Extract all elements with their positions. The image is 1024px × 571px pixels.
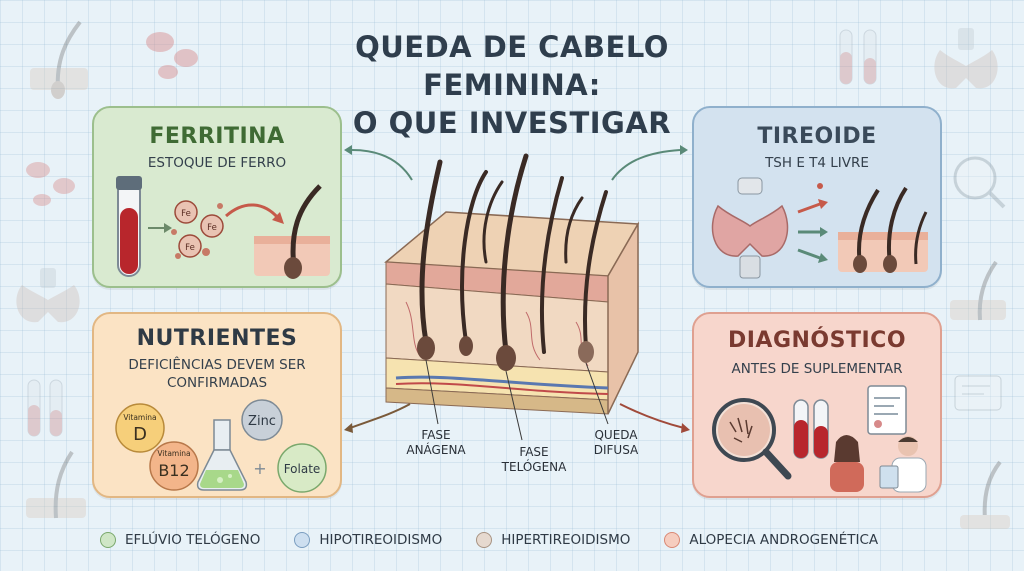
pointer-line xyxy=(505,370,523,441)
hair-follicle-icon xyxy=(950,260,1006,321)
vitamin-d-small-label: Vitamina xyxy=(123,413,156,422)
legend: EFLÚVIO TELÓGENO HIPOTIREOIDISMO HIPERTIRE… xyxy=(100,528,960,552)
blood-tube-icon xyxy=(793,399,829,459)
pointer-line xyxy=(425,359,439,425)
hair-follicle-icon xyxy=(26,450,86,519)
vitamin-b12-icon xyxy=(149,441,199,491)
legend-item: EFLÚVIO TELÓGENO xyxy=(100,532,260,548)
ferritina-title: FERRITINA xyxy=(149,124,285,149)
hair-follicle-icon xyxy=(30,20,88,99)
flask-icon xyxy=(196,419,248,491)
diagnostico-illustration xyxy=(712,385,927,493)
label-fase-anagena-line1: FASE xyxy=(421,428,451,442)
label-fase-telogena: FASE TELÓGENA xyxy=(494,445,574,475)
thyroid-icon xyxy=(934,28,998,89)
report-icon xyxy=(954,375,1002,411)
report-icon xyxy=(867,385,907,435)
hair-follicle-icon xyxy=(838,186,928,273)
legend-label: HIPOTIREOIDISMO xyxy=(319,532,443,548)
doctor-icon xyxy=(879,436,927,493)
legend-item: ALOPECIA ANDROGENÉTICA xyxy=(664,532,878,548)
legend-swatch xyxy=(294,532,311,548)
diagnostico-subtitle: ANTES DE SUPLEMENTAR xyxy=(731,361,903,377)
ferritina-subtitle: ESTOQUE DE FERRO xyxy=(147,155,287,171)
nutrientes-title: NUTRIENTES xyxy=(136,326,298,351)
page-title: QUEDA DE CABELO FEMININA: O QUE INVESTIG… xyxy=(262,28,762,142)
nutrientes-subtitle-1: DEFICIÊNCIAS DEVEM SER xyxy=(128,357,306,373)
hair-bulb xyxy=(496,345,516,371)
legend-swatch xyxy=(664,532,681,548)
label-queda-difusa: QUEDA DIFUSA xyxy=(580,428,652,458)
red-blood-cell-icon xyxy=(26,162,75,206)
zinc-icon xyxy=(241,399,283,441)
patient-icon xyxy=(830,435,864,492)
label-fase-telogena-line1: FASE xyxy=(519,445,549,459)
iron-label: Fe xyxy=(185,243,195,253)
title-line-1: QUEDA DE CABELO FEMININA: xyxy=(355,30,669,102)
diagnostico-card: DIAGNÓSTICO ANTES DE SUPLEMENTAR xyxy=(692,312,942,498)
hair-bulb xyxy=(459,336,473,356)
folate-icon xyxy=(277,443,327,493)
label-queda-difusa-line2: DIFUSA xyxy=(593,443,639,457)
thyroid-icon xyxy=(16,268,80,323)
hair-bulb xyxy=(578,341,594,363)
tireoide-card: TIREOIDE TSH E T4 LIVRE xyxy=(692,106,942,288)
plus-label: + xyxy=(253,459,266,478)
legend-label: ALOPECIA ANDROGENÉTICA xyxy=(689,532,879,548)
hair-follicle-icon xyxy=(254,184,330,279)
red-blood-cell-icon xyxy=(146,32,198,79)
tireoide-subtitle: TSH E T4 LIVRE xyxy=(765,155,869,171)
test-tube-icon xyxy=(27,379,63,437)
nutrientes-illustration: Vitamina D Vitamina B12 Zinc + Folate xyxy=(115,399,327,493)
blood-tube-icon xyxy=(116,176,142,277)
arrow-icon xyxy=(797,183,828,263)
legend-label: HIPERTIREOIDISMO xyxy=(501,532,631,548)
tireoide-illustration xyxy=(711,177,928,279)
skin-cross-section xyxy=(384,153,640,441)
iron-molecule-icon xyxy=(171,200,224,259)
thyroid-icon xyxy=(711,177,789,279)
hair-follicle-icon xyxy=(960,460,1010,529)
zinc-label: Zinc xyxy=(248,414,276,429)
label-fase-anagena: FASE ANÁGENA xyxy=(400,428,472,458)
iron-label: Fe xyxy=(207,223,217,233)
ferritina-card: FERRITINA ESTOQUE DE FERRO Fe Fe Fe xyxy=(92,106,342,288)
test-tube-icon xyxy=(839,29,877,85)
nutrientes-subtitle-2: CONFIRMADAS xyxy=(166,375,268,391)
magnifier-icon xyxy=(712,398,792,480)
vitamin-b12-small-label: Vitamina xyxy=(157,449,190,458)
ferritina-illustration: Fe Fe Fe xyxy=(116,176,330,279)
label-queda-difusa-line1: QUEDA xyxy=(594,428,638,442)
hair-strands xyxy=(419,153,608,355)
arrow-icon xyxy=(225,203,280,220)
diagnostico-title: DIAGNÓSTICO xyxy=(727,328,907,353)
legend-swatch xyxy=(100,532,116,548)
hair-bulb xyxy=(417,336,435,360)
legend-item: HIPOTIREOIDISMO xyxy=(294,532,442,548)
nutrientes-card: NUTRIENTES DEFICIÊNCIAS DEVEM SER CONFIR… xyxy=(92,312,342,498)
label-fase-anagena-line2: ANÁGENA xyxy=(406,443,466,457)
vitamin-d-label: D xyxy=(133,424,147,445)
vitamin-d-icon xyxy=(115,403,165,453)
magnifier-icon xyxy=(953,156,1006,209)
legend-item: HIPERTIREOIDISMO xyxy=(476,532,630,548)
iron-label: Fe xyxy=(181,209,191,219)
title-line-2: O QUE INVESTIGAR xyxy=(352,106,672,140)
vitamin-b12-label: B12 xyxy=(158,461,189,480)
pointer-line xyxy=(585,362,609,425)
tireoide-title: TIREOIDE xyxy=(757,124,877,149)
label-fase-telogena-line2: TELÓGENA xyxy=(501,460,567,474)
legend-label: EFLÚVIO TELÓGENO xyxy=(125,532,261,548)
folate-label: Folate xyxy=(284,462,321,476)
legend-swatch xyxy=(476,532,493,548)
